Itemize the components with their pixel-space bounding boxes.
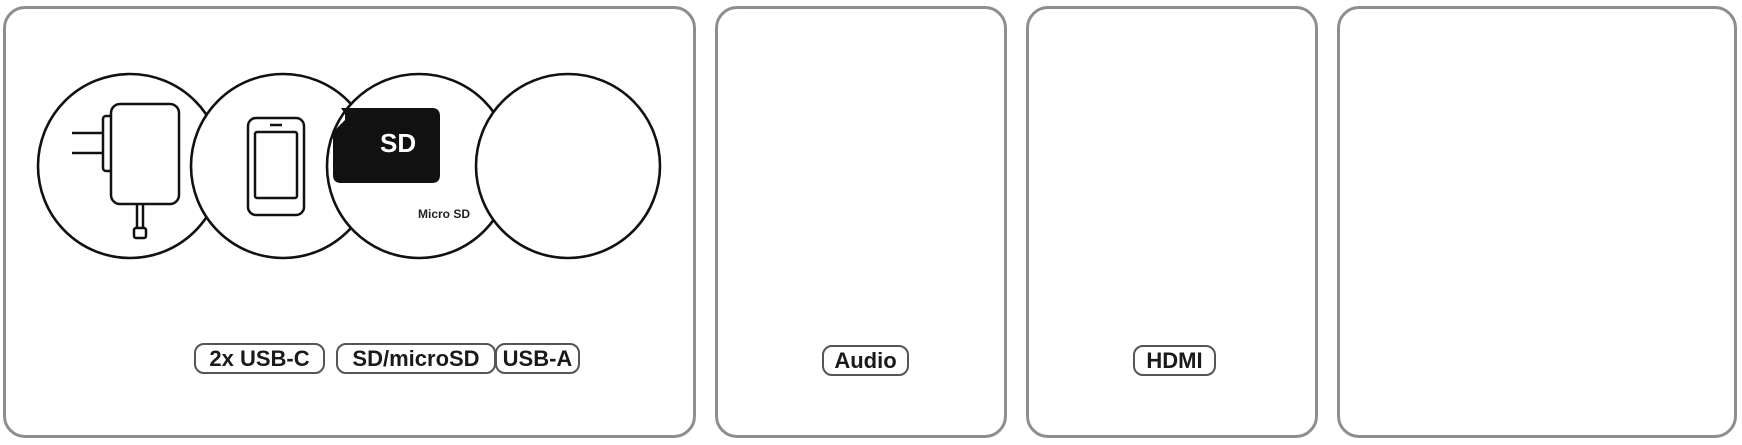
audio-label: Audio — [822, 345, 909, 376]
sd-card-label: SD — [380, 128, 417, 158]
device-overview-panel — [1337, 6, 1737, 438]
usb-devices-circle — [474, 72, 662, 260]
usb-c-label: 2x USB-C — [194, 343, 325, 374]
hdmi-panel — [1026, 6, 1318, 438]
microsd-card-label: Micro SD — [418, 207, 471, 221]
hdmi-label: HDMI — [1133, 345, 1216, 376]
sd-microsd-label: SD/microSD — [336, 343, 496, 374]
power-adapter-icon — [72, 102, 181, 240]
usb-a-label: USB-A — [495, 343, 580, 374]
sd-card-icon — [333, 108, 440, 183]
smartphone-icon — [246, 116, 306, 217]
